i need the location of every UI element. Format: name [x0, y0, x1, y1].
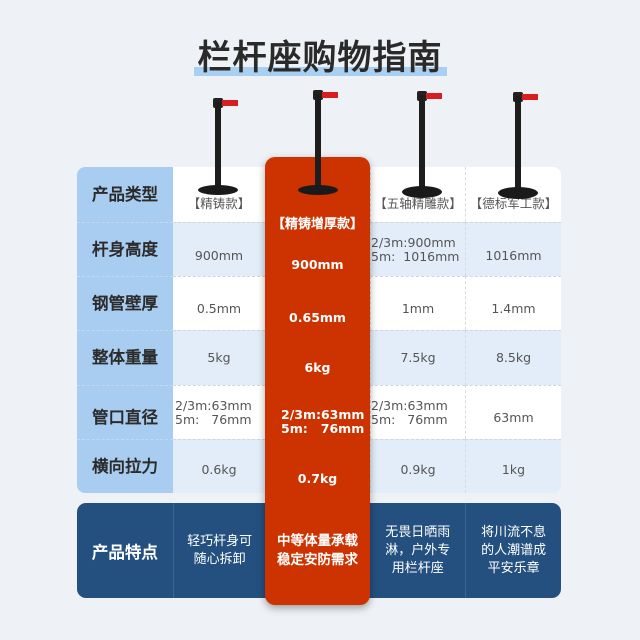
product-type-4: 【德标军工款】	[465, 167, 561, 222]
value-cell: 7.5kg	[370, 330, 465, 385]
value-cell: 2/3m:63mm 5m: 76mm	[370, 385, 465, 439]
value-cell: 6kg	[304, 359, 331, 375]
row-label: 整体重量	[77, 330, 173, 385]
row-diameter: 管口直径 2/3m:63mm 5m: 76mm 2/3m:63mm 5m: 76…	[77, 385, 561, 439]
value-cell: 0.5mm	[173, 276, 265, 330]
feature-cell: 中等体量承载 稳定安防需求	[277, 532, 358, 568]
highlighted-product-column: 【精铸增厚款】 900mm 0.65mm 6kg 2/3m:63mm 5m: 7…	[265, 157, 370, 605]
value-cell: 2/3m:63mm 5m: 76mm	[173, 385, 265, 439]
feature-cell: 轻巧杆身可随心拆卸	[187, 533, 253, 567]
value-cell: 2/3m:900mm 5m: 1016mm	[370, 222, 465, 276]
value-cell: 0.7kg	[297, 471, 338, 486]
value-cell: 63mm	[465, 385, 561, 439]
value-cell: 900mm	[291, 257, 344, 272]
product-type-1: 【精铸款】	[187, 196, 251, 211]
page-title: 栏杆座购物指南	[193, 36, 447, 80]
value-cell: 900mm	[173, 222, 265, 276]
value-cell: 1.4mm	[465, 276, 561, 330]
row-label: 产品特点	[77, 503, 174, 598]
value-cell: 5kg	[173, 330, 265, 385]
stanchion-icon	[293, 90, 343, 200]
feature-cell: 无畏日晒雨淋，户外专用栏杆座	[385, 524, 451, 576]
value-cell: 2/3m:63mm 5m: 76mm	[281, 407, 365, 436]
row-label: 钢管壁厚	[77, 276, 173, 330]
stanchion-icon	[193, 98, 243, 198]
feature-cell: 将川流不息的人潮谱成平安乐章	[465, 503, 561, 598]
value-cell: 8.5kg	[465, 330, 561, 385]
row-label: 杆身高度	[77, 222, 173, 276]
header: 栏杆座购物指南	[0, 36, 640, 80]
stanchion-icon	[493, 92, 543, 202]
product-type-3: 【五轴精雕款】	[370, 167, 465, 222]
stanchion-icon	[397, 91, 447, 201]
row-product-type: 产品类型 【精铸款】 【五轴精雕款】 【德标军工款】	[77, 167, 561, 222]
row-label: 横向拉力	[77, 439, 173, 493]
value-cell: 0.9kg	[370, 439, 465, 493]
value-cell: 0.65mm	[289, 310, 346, 325]
value-cell: 1kg	[465, 439, 561, 493]
value-cell: 1016mm	[465, 222, 561, 276]
value-cell: 0.6kg	[173, 439, 265, 493]
row-label: 管口直径	[77, 385, 173, 439]
value-cell: 1mm	[370, 276, 465, 330]
row-label: 产品类型	[77, 167, 173, 222]
product-type-2: 【精铸增厚款】	[271, 217, 363, 232]
